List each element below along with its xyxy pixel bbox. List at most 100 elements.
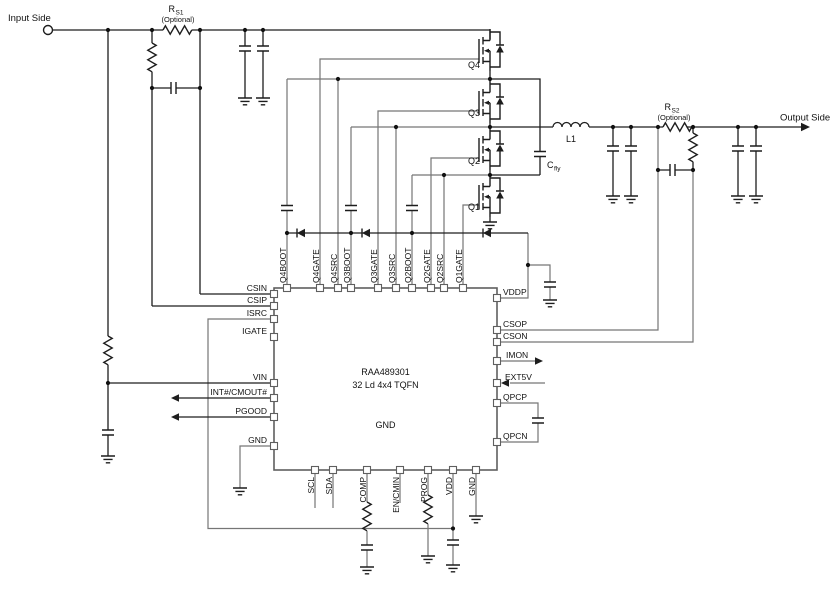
csin-filter-cap [170, 81, 177, 95]
pin-label-en-cmin: EN/CMIN [391, 477, 401, 513]
ic-package: 32 Ld 4x4 TQFN [352, 380, 418, 390]
labels: Input Side Output Side R S1 (Optional) R… [8, 4, 830, 513]
pin-label-q3gate: Q3GATE [369, 249, 379, 283]
mosfet-q1 [478, 174, 505, 218]
rs1-sub: S1 [176, 10, 184, 17]
ground-symbol [623, 195, 639, 204]
qpc-net [500, 402, 539, 443]
gnd-left-net [239, 445, 270, 488]
q3gate-net [377, 110, 479, 288]
junction-dots [105, 27, 759, 531]
ic-routing-wires [207, 58, 694, 567]
pin-label-scl: SCL [306, 477, 316, 494]
components [42, 24, 810, 575]
vddp-cap [543, 281, 557, 288]
pin-label-csop: CSOP [503, 319, 527, 329]
ground-symbol [605, 195, 621, 204]
pin-label-q2src: Q2SRC [435, 254, 445, 283]
ic-pad-label: GND [376, 420, 397, 430]
cson-filter-resistor [688, 132, 698, 163]
pin-label-gnd-left: GND [248, 435, 267, 445]
rs2-resistor [662, 122, 693, 132]
pin-label-prog: PROG [419, 477, 429, 502]
q2-boot-cap [405, 204, 419, 212]
pin-label-cson: CSON [503, 331, 528, 341]
input-cap-2 [256, 45, 270, 52]
ic-body [273, 287, 498, 471]
q4-boot-cap [280, 204, 294, 212]
q2-label: Q2 [468, 156, 480, 166]
ic-part-number: RAA489301 [361, 367, 410, 377]
rs1-note: (Optional) [162, 15, 195, 24]
pin-label-csin: CSIN [247, 283, 267, 293]
ground-symbol [237, 97, 253, 106]
pin-label-ext5v: EXT5V [505, 372, 532, 382]
scl-sda-en-stubs [314, 472, 401, 508]
output-side-label: Output Side [780, 113, 830, 124]
pin-label-q1gate: Q1GATE [454, 249, 464, 283]
pin-label-vdd: VDD [444, 477, 454, 495]
bootstrap-diode-2 [361, 227, 371, 239]
q3-boot-cap [344, 204, 358, 212]
ground-symbol [482, 221, 498, 230]
q2gate-net [430, 157, 479, 288]
pin-label-q3boot: Q3BOOT [342, 248, 352, 283]
pin-label-q4src: Q4SRC [329, 254, 339, 283]
rs2-label: R [665, 102, 672, 112]
ground-symbol [420, 555, 436, 564]
q1-label: Q1 [468, 202, 480, 212]
pin-label-gnd-bottom: GND [467, 477, 477, 496]
ground-symbol [255, 97, 271, 106]
pin-label-sda: SDA [324, 477, 334, 495]
rs2-sub: S2 [672, 108, 680, 115]
output-cap-branches [612, 127, 757, 196]
pin-label-igate: IGATE [242, 326, 267, 336]
bootstrap-diode-1 [296, 227, 306, 239]
ground-symbol [468, 515, 484, 524]
pin-label-q4boot: Q4BOOT [278, 248, 288, 283]
pin-label-vddp: VDDP [503, 287, 527, 297]
l1-label: L1 [566, 134, 576, 144]
cson-net [500, 170, 694, 343]
input-cap-1 [238, 45, 252, 52]
bootstrap-diode-3 [482, 227, 492, 239]
qpc-cap [531, 417, 545, 424]
pin-label-pgood: PGOOD [235, 406, 267, 416]
q4gate-net [319, 58, 479, 288]
pin-label-imon: IMON [506, 350, 528, 360]
pin-label-comp: COMP [358, 477, 368, 503]
vin-filter-cap [101, 429, 115, 436]
comp-cap [360, 544, 374, 551]
int-pgood-lines [178, 397, 270, 418]
input-rail [52, 29, 491, 39]
int-cmout-arrow [171, 394, 179, 402]
q1gate-net [462, 204, 479, 288]
input-cap-branches [244, 30, 264, 98]
pin-label-qpcn: QPCN [503, 431, 528, 441]
vddp-net [500, 233, 551, 300]
mosfet-q3 [478, 80, 505, 124]
cfly-cap [533, 150, 547, 158]
csin-net [199, 30, 270, 295]
q4-label: Q4 [468, 60, 480, 70]
ext5v-arrow [501, 379, 509, 387]
inductor-l1 [552, 121, 590, 128]
pin-label-vin: VIN [253, 372, 267, 382]
vdd-cap [446, 539, 460, 546]
output-cap-1 [606, 145, 620, 152]
output-arrow [801, 122, 810, 132]
cson-filter-cap [669, 163, 676, 177]
vin-divider-resistor [103, 335, 113, 366]
output-cap-4 [749, 145, 763, 152]
pin-label-int-cmout: INT#/CMOUT# [210, 387, 267, 397]
power-wires [52, 29, 806, 456]
pin-label-isrc: ISRC [247, 308, 267, 318]
csop-net [500, 127, 659, 331]
output-cap-2 [624, 145, 638, 152]
ground-symbol [359, 566, 375, 575]
pin-label-csip: CSIP [247, 295, 267, 305]
rs1-resistor [162, 25, 193, 35]
pin-label-qpcp: QPCP [503, 392, 527, 402]
input-terminal [42, 24, 54, 36]
